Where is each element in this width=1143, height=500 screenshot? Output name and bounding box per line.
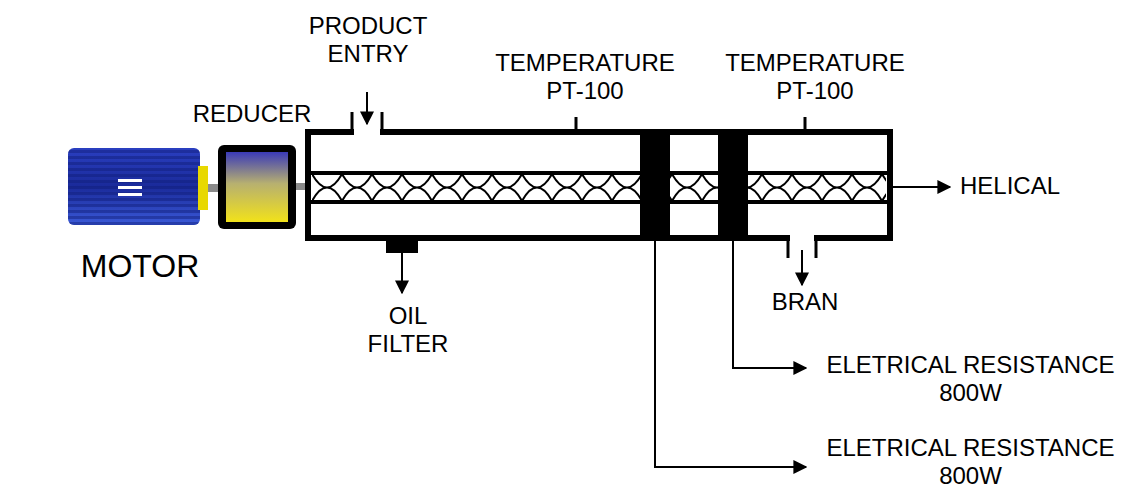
label-box: OIL FILTER <box>356 302 461 357</box>
part-label: REDUCER <box>193 100 312 128</box>
extruder-barrel <box>308 129 890 241</box>
part-label: PRODUCT ENTRY <box>301 12 436 67</box>
label-box: REDUCER <box>193 100 312 128</box>
resistance-lead <box>655 241 806 467</box>
label-box: HELICAL <box>960 172 1060 200</box>
reducer-symbol <box>218 145 308 229</box>
part-label: BRAN <box>772 288 839 316</box>
part-label: TEMPERATURE PT-100 <box>485 49 685 104</box>
part-label: OIL FILTER <box>356 302 461 357</box>
motor-symbol <box>68 148 220 225</box>
oil-filter-outlet <box>386 237 418 293</box>
part-label: TEMPERATURE PT-100 <box>715 49 915 104</box>
label-box: PRODUCT ENTRY <box>301 12 436 67</box>
label-box: MOTOR <box>81 248 200 285</box>
part-label: ELETRICAL RESISTANCE 800W <box>818 351 1123 406</box>
label-box: TEMPERATURE PT-100 <box>715 49 915 104</box>
label-box: ELETRICAL RESISTANCE 800W <box>818 434 1123 489</box>
sensor-stub <box>804 117 807 131</box>
bran-outlet <box>788 234 816 285</box>
label-box: ELETRICAL RESISTANCE 800W <box>818 351 1123 406</box>
product-inlet <box>352 92 382 136</box>
label-box: BRAN <box>772 288 839 316</box>
label-box: TEMPERATURE PT-100 <box>485 49 685 104</box>
part-label: MOTOR <box>81 248 200 285</box>
part-label: HELICAL <box>960 172 1060 200</box>
sensor-stub <box>575 117 578 131</box>
shaft-arrow <box>890 186 950 188</box>
part-label: ELETRICAL RESISTANCE 800W <box>818 434 1123 489</box>
